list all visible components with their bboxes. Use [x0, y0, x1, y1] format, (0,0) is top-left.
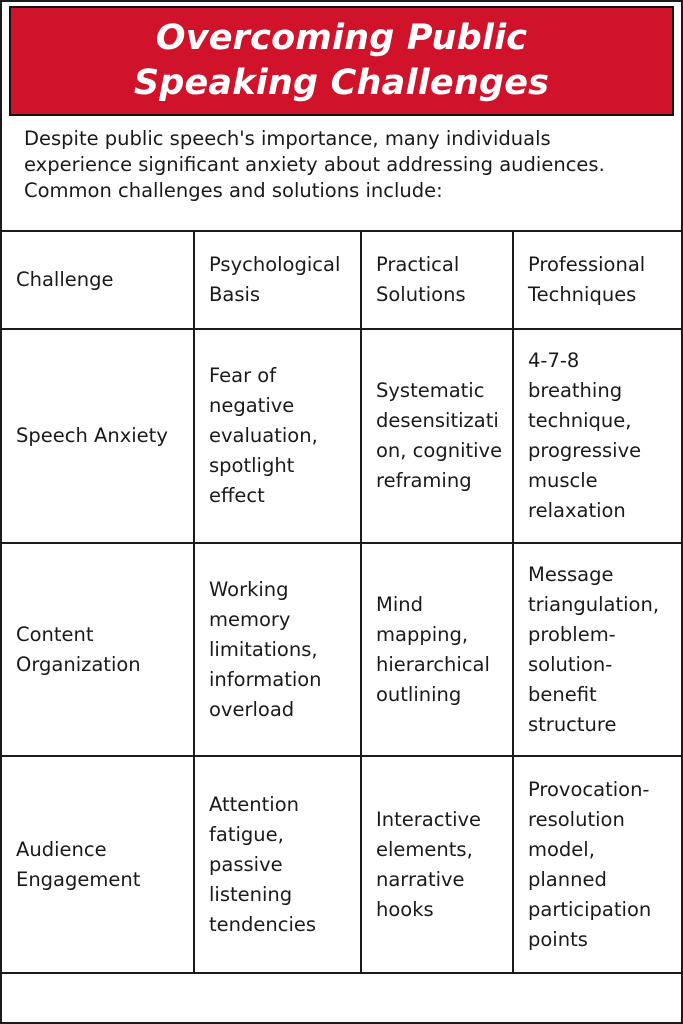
table-cell-professional-techniques: Provocation-resolution model, planned pa… [512, 755, 683, 974]
table-cell-challenge: Audience Engagement [0, 755, 195, 974]
header-cell-professional-techniques: Professional Techniques [512, 230, 683, 330]
table-row: Speech Anxiety Fear of negative evaluati… [0, 328, 683, 544]
table-cell-psychological-basis: Fear of negative evaluation, spotlight e… [193, 328, 362, 544]
page-title: Overcoming Public Speaking Challenges [133, 18, 550, 103]
table-cell-psychological-basis: Attention fatigue, passive listening ten… [193, 755, 362, 974]
header-cell-practical-solutions: Practical Solutions [360, 230, 514, 330]
table-cell-challenge: Speech Anxiety [0, 328, 195, 544]
table-cell-practical-solutions: Interactive elements, narrative hooks [360, 755, 514, 974]
table-row: Audience Engagement Attention fatigue, p… [0, 755, 683, 974]
intro-paragraph: Despite public speech's importance, many… [24, 127, 605, 202]
table-cell-challenge: Content Organization [0, 542, 195, 757]
table-footer-row [0, 972, 683, 1024]
table-cell-practical-solutions: Systematic desensitization, cognitive re… [360, 328, 514, 544]
table-footer-cell [0, 972, 683, 1024]
header-cell-psychological-basis: Psychological Basis [193, 230, 362, 330]
header-cell-challenge: Challenge [0, 230, 195, 330]
title-banner: Overcoming Public Speaking Challenges [9, 6, 674, 116]
challenges-table: Challenge Psychological Basis Practical … [0, 230, 683, 1024]
table-row: Content Organization Working memory limi… [0, 542, 683, 757]
table-cell-professional-techniques: Message triangulation, problem-solution-… [512, 542, 683, 757]
table-cell-professional-techniques: 4-7-8 breathing technique, progressive m… [512, 328, 683, 544]
table-cell-practical-solutions: Mind mapping, hierarchical outlining [360, 542, 514, 757]
table-header-row: Challenge Psychological Basis Practical … [0, 230, 683, 330]
table-cell-psychological-basis: Working memory limitations, information … [193, 542, 362, 757]
